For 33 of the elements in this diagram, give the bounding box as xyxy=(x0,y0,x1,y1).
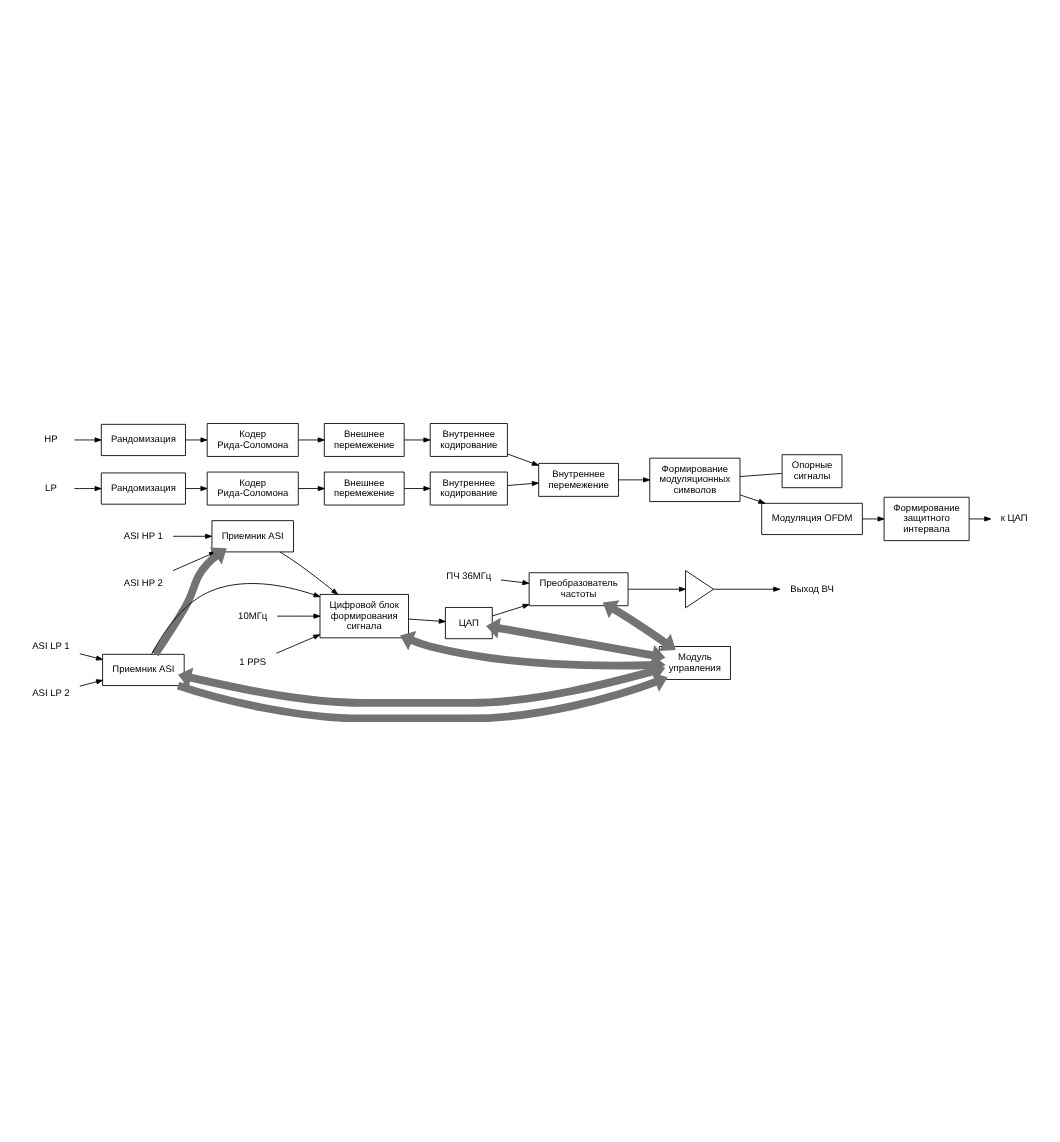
arrow xyxy=(968,516,992,522)
node-triangle xyxy=(685,570,714,609)
arrow xyxy=(507,453,539,466)
arrow xyxy=(618,477,650,483)
connector xyxy=(739,472,783,477)
arrow xyxy=(276,613,321,619)
arrow xyxy=(500,579,530,586)
arrow xyxy=(185,486,208,492)
arrow xyxy=(627,586,686,592)
arrow xyxy=(298,486,325,492)
arrow xyxy=(403,486,431,492)
arrow xyxy=(79,679,103,687)
arrow xyxy=(713,586,781,592)
arrow xyxy=(507,481,539,487)
arrow xyxy=(400,631,666,676)
arrow xyxy=(408,618,446,624)
arrow xyxy=(739,494,766,504)
arrow xyxy=(602,600,676,651)
arrow xyxy=(275,634,321,654)
arrow xyxy=(486,617,666,666)
arrow xyxy=(79,653,103,661)
arrow xyxy=(403,437,431,443)
arrow xyxy=(861,516,885,522)
arrow xyxy=(172,533,213,539)
arrow xyxy=(185,437,208,443)
arrow xyxy=(178,661,666,707)
arrow xyxy=(491,603,530,617)
arrow xyxy=(279,551,339,595)
arrow xyxy=(74,437,102,443)
arrow xyxy=(176,672,668,722)
arrow xyxy=(298,437,325,443)
arrow xyxy=(151,583,321,655)
arrow xyxy=(74,486,102,492)
